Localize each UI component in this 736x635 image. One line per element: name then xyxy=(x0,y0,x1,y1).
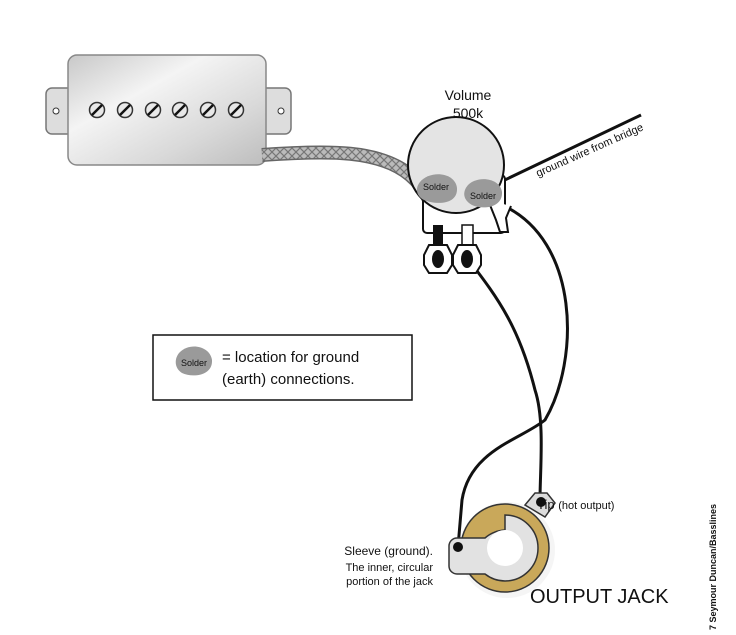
legend-box: Solder = location for ground (earth) con… xyxy=(152,334,413,401)
pot-value: 500k xyxy=(453,105,484,121)
legend-text: = location for ground xyxy=(222,349,359,366)
tip-note: (hot output) xyxy=(558,500,614,512)
screw-slot xyxy=(174,104,186,116)
screw-slot xyxy=(230,104,242,116)
sleeve-note: The inner, circular xyxy=(346,562,434,574)
pot-title: Volume xyxy=(445,87,492,103)
output-jack xyxy=(448,492,556,598)
pole-screws xyxy=(88,101,245,119)
screw-slot xyxy=(91,104,103,116)
screw-slot xyxy=(147,104,159,116)
hot-wire xyxy=(465,257,543,501)
jack-title: OUTPUT JACK xyxy=(530,586,669,608)
solder-label: Solder xyxy=(423,182,449,192)
solder-label: Solder xyxy=(470,191,496,201)
sleeve-label: Sleeve (ground). xyxy=(344,544,433,558)
volume-pot: Solder Solder xyxy=(407,116,512,274)
solder-blob xyxy=(464,179,503,208)
sleeve-note: portion of the jack xyxy=(346,576,433,588)
svg-text:Tip (hot output): Tip (hot output) xyxy=(537,497,614,512)
ground-wire xyxy=(487,113,642,190)
screw-slot xyxy=(119,104,131,116)
credit: 7 Seymour Duncan/Basslines xyxy=(708,504,718,630)
screw-slot xyxy=(202,104,214,116)
solder-blob xyxy=(416,174,458,203)
lug-wire xyxy=(456,203,569,548)
ground-wire-label: ground wire from bridge xyxy=(534,122,645,180)
legend-text: (earth) connections. xyxy=(222,371,355,388)
humbucker-pickup xyxy=(45,54,292,166)
tip-label: Tip xyxy=(537,497,555,512)
legend-solder-label: Solder xyxy=(181,358,207,368)
